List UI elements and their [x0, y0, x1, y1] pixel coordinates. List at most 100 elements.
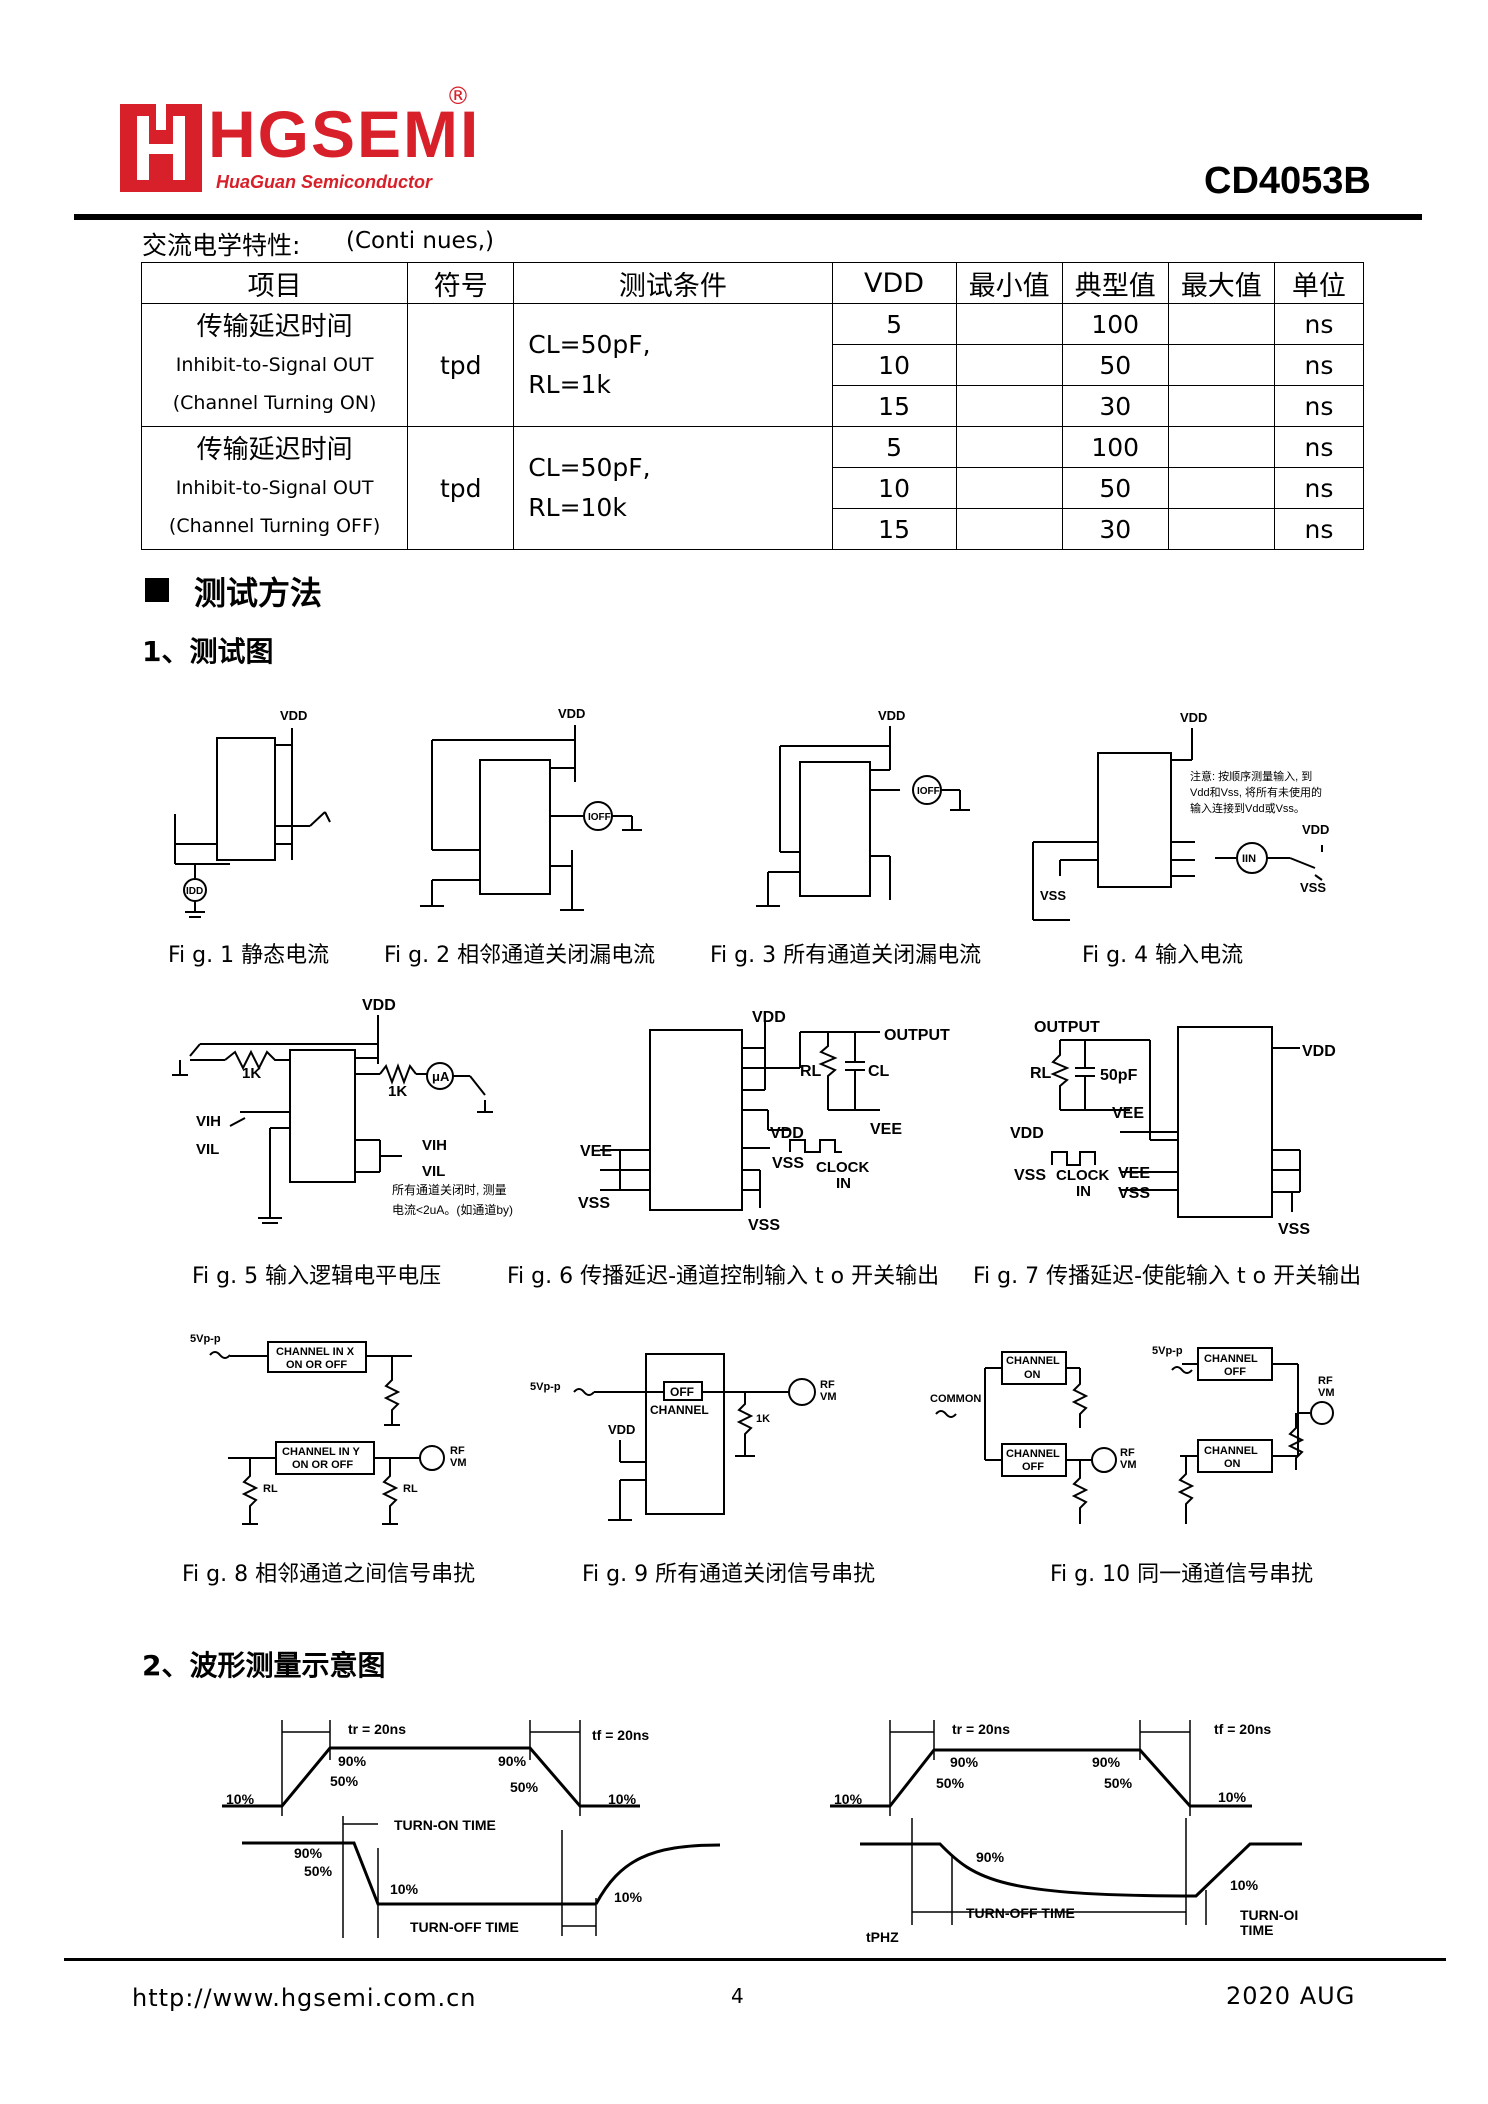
idd-label: IDD — [186, 886, 203, 897]
fig9-circuit — [573, 1353, 816, 1521]
symbol-cell: tpd — [407, 426, 515, 550]
part-number: CD4053B — [1204, 160, 1371, 202]
vdd-label: VDD — [280, 708, 307, 723]
p10-label: 10% — [1230, 1877, 1259, 1893]
p50-label: 50% — [510, 1779, 539, 1795]
rf-label: RF — [820, 1379, 835, 1391]
vih-label: VIH — [196, 1113, 221, 1130]
col-item: 项目 — [140, 262, 409, 304]
ac-section-title: 交流电学特性: — [142, 231, 301, 260]
fig2-caption: Fi g. 2 相邻通道关闭漏电流 — [384, 943, 656, 968]
vpp-label: 5Vp-p — [1152, 1345, 1183, 1357]
cond-rl: RL=10k — [528, 493, 627, 522]
registered-mark: ® — [446, 82, 470, 110]
vpp-label: 5Vp-p — [190, 1333, 221, 1345]
hgsemi-logo-mark — [120, 104, 202, 192]
tf-label: tf = 20ns — [1214, 1721, 1271, 1737]
fig2-circuit — [420, 725, 642, 911]
fig10-caption: Fi g. 10 同一通道信号串扰 — [1050, 1562, 1314, 1587]
header-rule — [74, 214, 1422, 220]
channel-y-label: CHANNEL IN Y — [282, 1446, 360, 1458]
channel-label: CHANNEL — [1204, 1353, 1258, 1365]
min-cell — [955, 508, 1063, 550]
vee-label: VEE — [580, 1143, 612, 1160]
output-label: OUTPUT — [1034, 1019, 1100, 1036]
rl-label: RL — [263, 1483, 278, 1495]
fig5-note-line1: 所有通道关闭时, 测量 — [392, 1183, 507, 1197]
p10-label: 10% — [614, 1889, 643, 1905]
fig10-circuit — [935, 1347, 1334, 1524]
col-min: 最小值 — [955, 262, 1063, 304]
vss-label: VSS — [1014, 1167, 1046, 1184]
fig3-caption: Fi g. 3 所有通道关闭漏电流 — [710, 943, 982, 968]
channel-label: CHANNEL — [650, 1403, 709, 1417]
logo-subtitle: HuaGuan Semiconductor — [216, 172, 433, 192]
fig5-circuit — [172, 1015, 493, 1224]
fig4-circuit — [1032, 728, 1323, 921]
logo — [120, 102, 460, 194]
vee-label: VEE — [1112, 1105, 1144, 1122]
symbol-cell: tpd — [407, 303, 515, 427]
vm-label: VM — [450, 1457, 467, 1469]
fig5-caption: Fi g. 5 输入逻辑电平电压 — [192, 1264, 442, 1289]
col-typ: 典型值 — [1061, 262, 1169, 304]
vdd-cell: 15 — [831, 508, 957, 550]
rf-label: RF — [450, 1445, 465, 1457]
fig7-caption: Fi g. 7 传播延迟-使能输入 t o 开关输出 — [973, 1264, 1362, 1289]
rf-label: RF — [1120, 1447, 1135, 1459]
fig9-caption: Fi g. 9 所有通道关闭信号串扰 — [582, 1562, 876, 1587]
col-symbol: 符号 — [407, 262, 515, 304]
p10-label: 10% — [608, 1791, 637, 1807]
continues-note: (Conti nues,) — [346, 228, 494, 254]
clock-label: CLOCK — [1056, 1167, 1109, 1184]
vdd-label: VDD — [1010, 1125, 1044, 1142]
vdd-cell: 10 — [831, 467, 957, 509]
unit-cell: ns — [1273, 508, 1365, 550]
vm-label: VM — [1120, 1459, 1137, 1471]
fig6-caption: Fi g. 6 传播延迟-通道控制输入 t o 开关输出 — [507, 1264, 940, 1289]
p90-label: 90% — [294, 1845, 323, 1861]
channel-x-label: CHANNEL IN X — [276, 1346, 355, 1358]
cond-rl: RL=1k — [528, 370, 611, 399]
on-label: ON — [1224, 1458, 1241, 1470]
vdd-label: VDD — [1302, 1043, 1336, 1060]
turn-off-label: TURN-OFF TIME — [966, 1905, 1075, 1921]
footer-url: http://www.hgsemi.com.cn — [132, 1984, 477, 2012]
p90-label: 90% — [950, 1754, 979, 1770]
vss-label: VSS — [1300, 880, 1326, 895]
condition-cell: CL=50pF,RL=1k — [513, 303, 833, 427]
channel-label: CHANNEL — [1204, 1445, 1258, 1457]
square-bullet-icon — [145, 578, 169, 602]
table-row: 10 50 ns — [142, 467, 1365, 509]
iin-label: IIN — [1242, 853, 1256, 865]
unit-cell: ns — [1273, 467, 1365, 509]
col-condition: 测试条件 — [513, 262, 833, 304]
vdd-label: VDD — [558, 706, 585, 721]
fig7-circuit — [1050, 1026, 1301, 1218]
fig8-caption: Fi g. 8 相邻通道之间信号串扰 — [182, 1562, 476, 1587]
output-label: OUTPUT — [884, 1027, 950, 1044]
vdd-cell: 15 — [831, 385, 957, 427]
item-en1: Inhibit-to-Signal OUT — [175, 354, 374, 376]
vil-label: VIL — [422, 1163, 445, 1180]
vss-label: VSS — [1040, 888, 1066, 903]
tphz-label: tPHZ — [866, 1929, 899, 1945]
fig1-circuit — [174, 728, 331, 918]
logo-text: HGSEMI — [208, 97, 481, 171]
vss-label: VSS — [748, 1217, 780, 1234]
waveform-right — [830, 1748, 1302, 1898]
typ-cell: 30 — [1061, 508, 1169, 550]
ua-label: μA — [432, 1069, 450, 1084]
fig4-caption: Fi g. 4 输入电流 — [1082, 943, 1244, 968]
col-max: 最大值 — [1167, 262, 1275, 304]
p10-label: 10% — [226, 1791, 255, 1807]
vss-label: VSS — [578, 1195, 610, 1212]
item-zh: 传输延迟时间 — [196, 312, 353, 342]
vpp-label: 5Vp-p — [530, 1381, 561, 1393]
test-method-title: 测试方法 — [194, 574, 323, 612]
